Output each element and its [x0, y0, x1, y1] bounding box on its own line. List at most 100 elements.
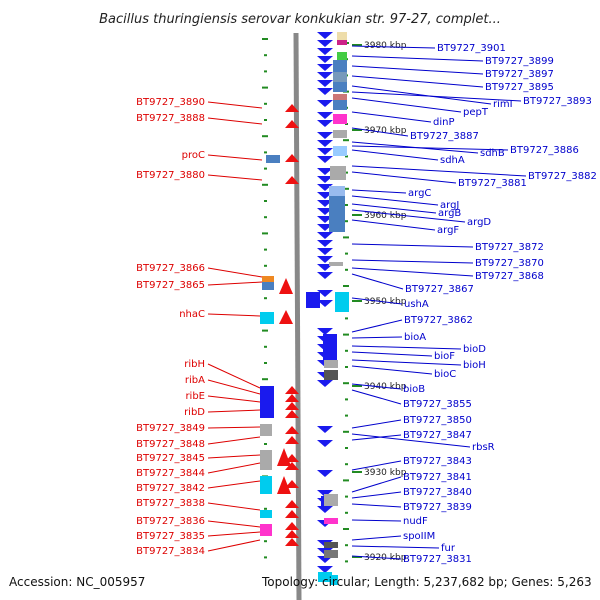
- right-leader-line: [351, 433, 471, 448]
- right-leader-line: [351, 359, 462, 366]
- left-leader-line: [207, 539, 261, 552]
- right-leader-line: [351, 555, 402, 560]
- left-tick: [264, 345, 267, 348]
- left-leader-line: [207, 409, 261, 413]
- right-leader-line: [351, 85, 492, 105]
- right-leader-line: [351, 45, 436, 49]
- right-gene-label: BT9727_3831: [403, 554, 472, 565]
- reverse-arrow: [317, 148, 333, 155]
- reverse-arrow: [317, 256, 333, 263]
- left-leader-line: [207, 520, 261, 528]
- gene-box: [260, 524, 272, 536]
- left-gene-label: ribD: [184, 407, 205, 418]
- right-tick: [345, 398, 348, 401]
- right-leader-line: [351, 336, 403, 339]
- right-tick: [345, 560, 348, 563]
- right-gene-labels: BT9727_3901BT9727_3899BT9727_3897BT9727_…: [351, 43, 597, 565]
- right-tick: [345, 447, 348, 449]
- gene-box: [329, 262, 343, 266]
- left-leader-line: [207, 531, 261, 537]
- right-gene-label: nudF: [403, 516, 428, 527]
- gene-box: [333, 100, 347, 110]
- right-gene-label: BT9727_3868: [475, 271, 544, 282]
- left-leader-line: [207, 379, 261, 395]
- gene-box: [324, 494, 338, 506]
- left-leader-line: [207, 363, 261, 389]
- right-gene-label: rbsR: [472, 442, 495, 453]
- right-leader-line: [351, 419, 402, 429]
- kbp-label: 3960 kbp: [364, 211, 407, 221]
- left-tick: [264, 507, 267, 510]
- left-leader-line: [207, 426, 261, 429]
- right-leader-line: [351, 365, 433, 375]
- right-tick: [345, 171, 348, 174]
- right-leader-line: [351, 243, 474, 248]
- left-tick: [264, 200, 267, 202]
- reverse-arrow: [317, 248, 333, 255]
- right-gene-label: BT9727_3872: [475, 242, 544, 253]
- left-gene-label: BT9727_3834: [136, 546, 205, 557]
- right-gene-label: BT9727_3870: [475, 258, 544, 269]
- reverse-arrow: [317, 120, 333, 127]
- forward-arrow: [285, 402, 299, 410]
- right-gene-label: argB: [438, 208, 461, 219]
- right-leader-line: [351, 145, 509, 151]
- right-tick: [343, 333, 349, 336]
- gene-box: [335, 292, 349, 312]
- left-tick: [264, 362, 267, 364]
- right-gene-label: argD: [467, 217, 491, 228]
- left-tick: [262, 378, 268, 381]
- right-leader-line: [351, 111, 432, 123]
- right-gene-label: argF: [437, 225, 459, 236]
- right-tick: [345, 220, 348, 223]
- right-gene-label: bioD: [463, 344, 486, 355]
- left-gene-label: BT9727_3848: [136, 439, 205, 450]
- left-tick: [264, 443, 267, 445]
- forward-arrow: [279, 310, 293, 324]
- right-leader-line: [351, 460, 402, 471]
- left-tick: [264, 151, 267, 154]
- left-tick: [264, 54, 267, 57]
- gene-box: [337, 40, 347, 45]
- left-leader-line: [207, 480, 261, 489]
- kbp-tick: [352, 214, 362, 216]
- reverse-arrow: [317, 272, 333, 279]
- reverse-arrow: [317, 112, 333, 119]
- right-leader-line: [351, 195, 439, 206]
- left-tick: [264, 556, 267, 559]
- right-gene-label: BT9727_3839: [403, 502, 472, 513]
- gene-box: [333, 146, 347, 156]
- left-leader-line: [207, 313, 261, 317]
- gene-box: [333, 82, 347, 92]
- forward-arrow: [285, 500, 299, 508]
- forward-arrow: [285, 120, 299, 128]
- right-gene-label: dinP: [433, 117, 455, 128]
- right-gene-label: bioB: [403, 384, 425, 395]
- left-tick: [264, 102, 267, 105]
- forward-arrow: [285, 530, 299, 538]
- map-title: Bacillus thuringiensis serovar konkukian…: [99, 12, 501, 27]
- right-gene-label: bioF: [434, 351, 455, 362]
- gene-box: [337, 32, 347, 42]
- reverse-arrow: [317, 176, 333, 183]
- reverse-arrow: [317, 240, 333, 247]
- right-leader-line: [351, 297, 403, 305]
- right-tick: [343, 187, 349, 190]
- right-leader-line: [351, 491, 402, 499]
- left-gene-labels: BT9727_3890BT9727_3888proCBT9727_3880BT9…: [136, 97, 263, 557]
- kbp-tick: [352, 300, 362, 302]
- right-gene-label: BT9727_3886: [510, 145, 579, 156]
- left-gene-label: ribH: [184, 359, 205, 370]
- right-tick: [345, 511, 348, 514]
- forward-arrow: [285, 176, 299, 184]
- gene-box: [324, 360, 338, 368]
- gene-box: [329, 196, 345, 232]
- right-leader-line: [351, 389, 402, 405]
- reverse-arrow: [317, 490, 333, 497]
- right-tick: [345, 268, 348, 271]
- gene-box: [329, 186, 345, 196]
- reverse-arrow: [317, 140, 333, 147]
- right-gene-label: BT9727_3895: [485, 82, 554, 93]
- right-tick: [343, 382, 349, 385]
